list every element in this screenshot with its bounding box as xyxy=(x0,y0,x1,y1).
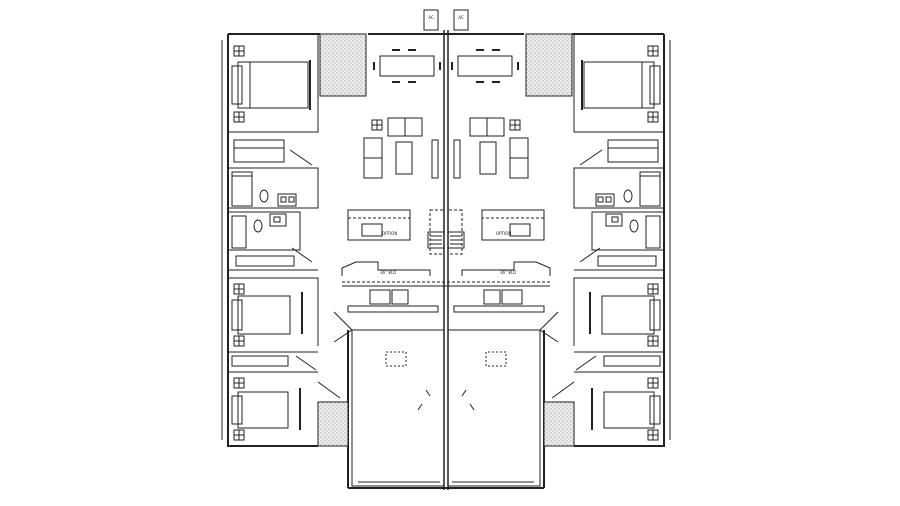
cabinet-label-right: 36" W.D xyxy=(500,270,516,275)
ac-unit-right xyxy=(453,9,469,31)
ac-unit-left xyxy=(423,9,439,31)
unit-left xyxy=(221,33,446,489)
party-wall xyxy=(443,30,449,490)
garage-left xyxy=(351,329,445,487)
dining-table-left xyxy=(379,55,435,77)
kitchen-counter-left xyxy=(347,209,411,241)
ac-units xyxy=(423,9,469,31)
patio-bottom-left xyxy=(317,401,349,447)
option-label-left: OPTION xyxy=(382,231,397,236)
patio-top-left xyxy=(319,33,367,97)
unit-right xyxy=(446,33,671,489)
bed-3-left xyxy=(237,391,289,429)
cabinet-label-left: 36" W.D xyxy=(380,270,396,275)
bed-1-left xyxy=(237,61,309,109)
option-label-right: OPTION xyxy=(496,231,511,236)
coffee-table-left xyxy=(395,141,413,175)
ac-label-right: AC xyxy=(458,15,464,20)
bed-2-left xyxy=(237,295,291,335)
ac-label-left: AC xyxy=(428,15,434,20)
